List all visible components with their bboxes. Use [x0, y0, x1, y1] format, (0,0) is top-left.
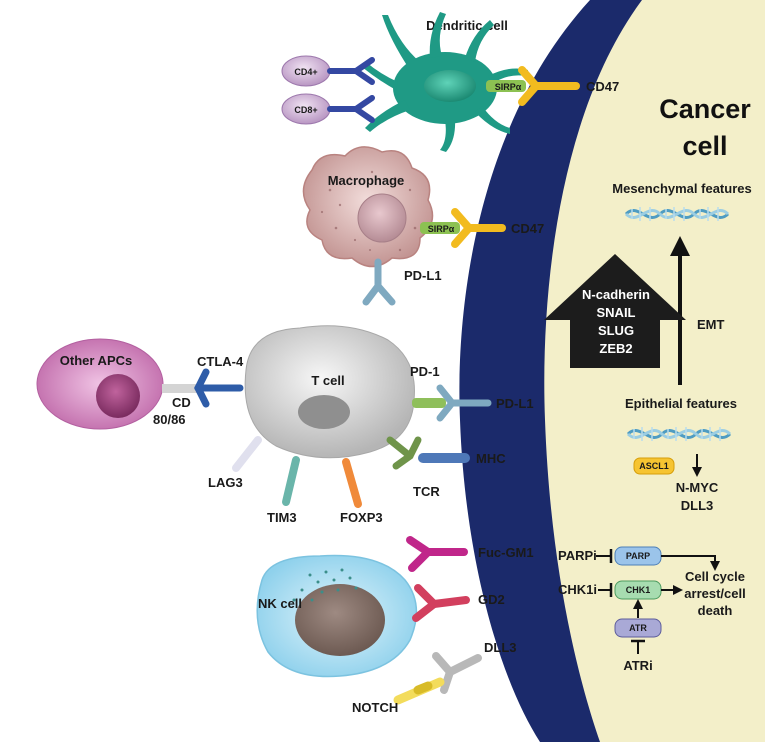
dc-sirpa-stalk	[486, 80, 526, 92]
cd8-receptor	[327, 95, 375, 123]
cd80-86-stalk	[162, 384, 198, 393]
dll3-cancer-label: DLL3	[681, 498, 714, 513]
nk-granules	[292, 568, 358, 602]
notch-label: NOTCH	[352, 700, 398, 715]
atr-label: ATR	[629, 623, 647, 633]
mhc-label: MHC	[476, 451, 506, 466]
fuc-gm1-label: Fuc-GM1	[478, 545, 534, 560]
pd1-label: PD-1	[410, 364, 440, 379]
dc-cd47-receptor	[518, 66, 580, 106]
tim3-label: TIM3	[267, 510, 297, 525]
dc-cd47-label: CD47	[586, 79, 619, 94]
dll3-nk-label: DLL3	[484, 640, 517, 655]
dendritic-nucleus	[424, 70, 476, 102]
cd-label-1: CD	[172, 395, 191, 410]
mesenchymal-label: Mesenchymal features	[612, 181, 751, 196]
n-myc-label: N-MYC	[676, 480, 719, 495]
mhc-stalk	[418, 453, 470, 463]
parp-arrow	[661, 555, 720, 571]
nk-nucleus	[295, 584, 385, 656]
outcome-label-3: death	[698, 603, 733, 618]
emt-marker-n-cadherin: N-cadherin	[582, 287, 650, 302]
cd-label-2: 80/86	[153, 412, 186, 427]
parpi-label: PARPi	[558, 548, 597, 563]
epithelial-label: Epithelial features	[625, 396, 737, 411]
pd1-stalk	[412, 398, 446, 408]
chk1i-label: CHK1i	[558, 582, 597, 597]
nk-cell-label: NK cell	[258, 596, 302, 611]
mac-sirpa-label: SIRPα	[428, 224, 455, 234]
emt-label: EMT	[697, 317, 725, 332]
cd4-label: CD4+	[294, 67, 317, 77]
gd2-label: GD2	[478, 592, 505, 607]
other-apc-label: Other APCs	[60, 353, 132, 368]
gd2-receptor	[412, 584, 470, 622]
dc-sirpa-label: SIRPα	[495, 82, 522, 92]
mac-cd47-receptor	[451, 208, 506, 248]
dll3-receptor	[432, 652, 482, 694]
emt-marker-slug: SLUG	[598, 323, 634, 338]
tcell-pdl1-receptor	[436, 384, 492, 422]
mac-pdl1-label: PD-L1	[404, 268, 442, 283]
cancer-cell-title: Cancer	[659, 94, 751, 124]
lag3-label: LAG3	[208, 475, 243, 490]
t-cell-nucleus	[298, 395, 350, 429]
macrophage-granules	[320, 170, 417, 252]
ctla4-label: CTLA-4	[197, 354, 244, 369]
dna-helix-icon	[624, 207, 730, 221]
outcome-label-2: arrest/cell	[684, 586, 745, 601]
fuc-gm1-receptor	[406, 536, 468, 572]
tcr-receptor	[386, 436, 422, 470]
tim3-stalk	[282, 456, 300, 506]
emt-marker-arrow	[544, 254, 686, 368]
t-cell-label: T cell	[311, 373, 344, 388]
macrophage-nucleus	[357, 193, 407, 243]
atr-box	[614, 618, 662, 638]
outcome-label-1: Cell cycle	[685, 569, 745, 584]
atri-label: ATRi	[623, 658, 652, 673]
cd4-receptor	[327, 57, 375, 85]
other-apc-nucleus	[96, 374, 140, 418]
tcell-pdl1-label: PD-L1	[496, 396, 534, 411]
foxp3-label: FOXP3	[340, 510, 383, 525]
tcr-label: TCR	[413, 484, 440, 499]
mac-pdl1-receptor	[362, 258, 396, 306]
lag3-stalk	[232, 436, 262, 472]
ascl1-box	[633, 457, 675, 475]
emt-marker-zeb2: ZEB2	[599, 341, 632, 356]
macrophage-label: Macrophage	[328, 173, 405, 188]
foxp3-stalk	[342, 458, 362, 508]
parp-label: PARP	[626, 551, 650, 561]
ctla4-receptor	[194, 368, 244, 408]
mac-cd47-label: CD47	[511, 221, 544, 236]
mac-sirpa-stalk	[420, 222, 460, 234]
cd8-label: CD8+	[294, 105, 317, 115]
dna-helix-icon-2	[626, 427, 732, 441]
chk1-label: CHK1	[626, 585, 651, 595]
cancer-cell-title-2: cell	[682, 131, 727, 161]
emt-marker-snail: SNAIL	[597, 305, 636, 320]
ascl1-label: ASCL1	[639, 461, 669, 471]
notch-receptor	[393, 677, 445, 705]
